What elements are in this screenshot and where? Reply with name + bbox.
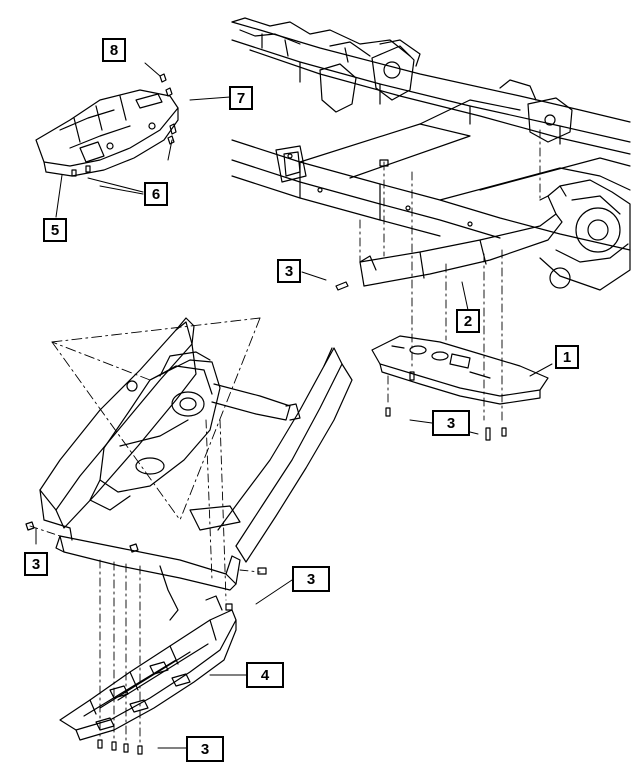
vehicle-frame-bottom [39,317,353,563]
callout-5: 5 [43,218,67,242]
alignment-lines-bottom [29,419,261,747]
shield-fasteners [71,73,177,177]
fasteners-bottom [25,521,267,755]
support-bar-bottom [55,535,241,621]
heat-shield-assembly [35,89,179,177]
callout-4: 4 [246,662,284,688]
skid-plate-part-4 [59,595,237,741]
callout-3-left: 3 [24,552,48,576]
callout-3-right: 3 [432,410,470,436]
callout-8: 8 [102,38,126,62]
callout-3-top: 3 [277,259,301,283]
vehicle-frame-top [231,17,631,291]
fasteners-part-1 [335,159,507,441]
callout-7: 7 [229,86,253,110]
callout-2: 2 [456,309,480,333]
callout-3-middle: 3 [292,566,330,592]
callout-1: 1 [555,345,579,369]
alignment-lines-top [359,129,541,421]
skid-plate-part-1 [371,335,549,405]
callout-6: 6 [144,182,168,206]
leader-lines [35,62,553,749]
callout-3-bottom: 3 [186,736,224,762]
